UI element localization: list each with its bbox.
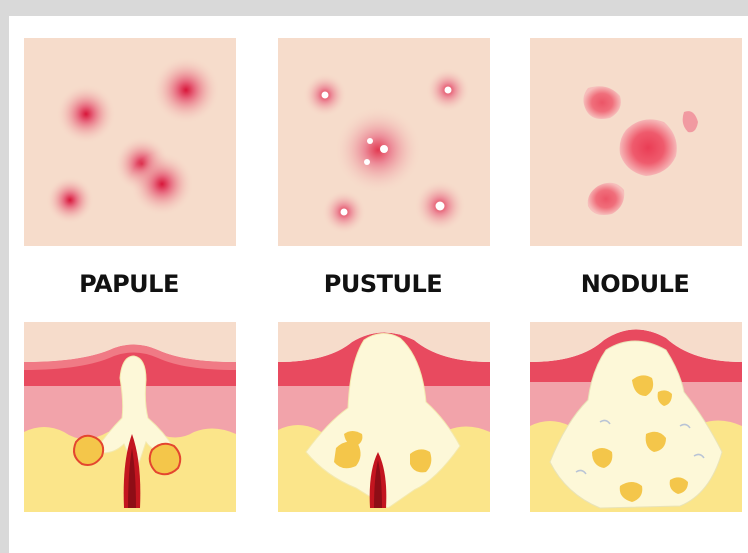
- pustule-surface-view: [278, 38, 490, 246]
- papule-surface-view: [24, 38, 236, 246]
- stage-label-papule: PAPULE: [24, 270, 234, 298]
- stage-label-pustule: PUSTULE: [278, 270, 488, 298]
- nodule-surface-view: [530, 38, 742, 246]
- stage-label-nodule: NODULE: [530, 270, 740, 298]
- pustule-cross-section: [278, 322, 490, 512]
- nodule-cross-section: [530, 322, 742, 512]
- papule-cross-section: [24, 322, 236, 512]
